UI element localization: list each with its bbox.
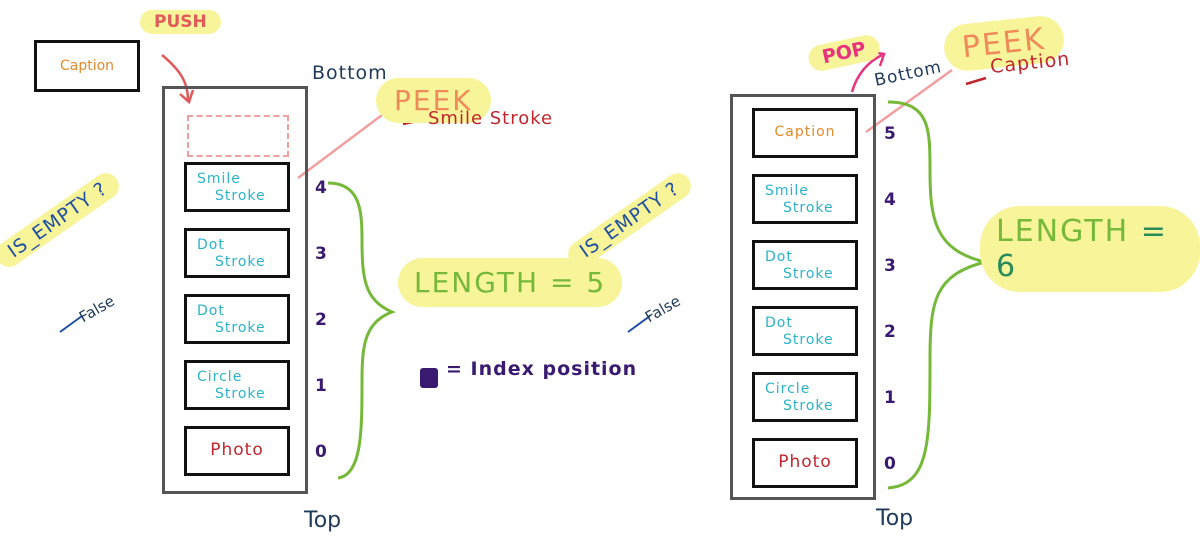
cell-line1: Circle [197,369,243,385]
index-number: 4 [884,190,896,210]
index-number: 2 [315,310,327,330]
cell-line2: Stroke [783,266,834,282]
floating-caption-box: Caption [34,40,140,92]
cell-line2: Stroke [215,254,266,270]
cell-line1: Dot [197,237,225,253]
index-number: 2 [884,322,896,342]
cell-line2: Stroke [783,200,834,216]
bottom-label-left: Bottom [312,62,388,84]
cell-line1: Dot [765,249,793,265]
top-label-right: Top [876,506,914,531]
length-brace-left [327,181,396,480]
stack-left [162,86,308,494]
cell-line2: Stroke [783,332,834,348]
cell-line2: Stroke [783,398,834,414]
legend-text: = Index position [446,358,638,380]
stack-cell: Photo [184,426,290,476]
length-label-left: LENGTH [414,266,540,299]
push-label: PUSH [140,10,221,34]
index-number: 5 [884,124,896,144]
index-number: 1 [315,376,327,396]
peek-result-left: Smile Stroke [428,108,554,129]
stack-cell: Caption [752,108,858,158]
cell-line1: Dot [765,315,793,331]
pop-arrow [850,53,883,93]
length-left: LENGTH = 5 [398,258,623,307]
length-eq-left: = 5 [550,266,607,299]
index-number: 1 [884,388,896,408]
cell-line1: Caption [774,124,836,140]
cell-line1: Smile [197,171,241,187]
cell-line1: Dot [197,303,225,319]
peek-label-left: PEEK [376,78,491,123]
cell-line2: Stroke [215,188,266,204]
length-label-right: LENGTH [996,214,1130,249]
index-number: 0 [884,454,896,474]
length-brace-right [887,100,986,490]
legend-swatch [420,368,438,388]
is-empty-arrow-left [59,315,83,333]
cell-line2: Stroke [215,386,266,402]
is-empty-arrow-right [627,315,651,333]
cell-line2: Stroke [215,320,266,336]
cell-line1: Photo [210,440,264,460]
push-slot [187,115,289,157]
index-number: 4 [315,178,327,198]
cell-line1: Photo [778,452,832,472]
index-number: 3 [884,256,896,276]
cell-line1: Smile [765,183,809,199]
peek-result-arrow-right [965,76,987,86]
index-number: 3 [315,244,327,264]
length-right: LENGTH = 6 [980,206,1200,292]
push-arrowhead [179,89,195,105]
stack-right [730,94,876,500]
length-eq-right: = 6 [996,214,1168,284]
cell-line1: Circle [765,381,811,397]
top-label-left: Top [304,508,342,533]
index-number: 0 [315,442,327,462]
floating-caption-text: Caption [59,58,115,74]
stack-cell: Photo [752,438,858,488]
peek-line-left [297,111,387,179]
peek-line-right [865,68,953,134]
push-arrow [161,54,190,101]
